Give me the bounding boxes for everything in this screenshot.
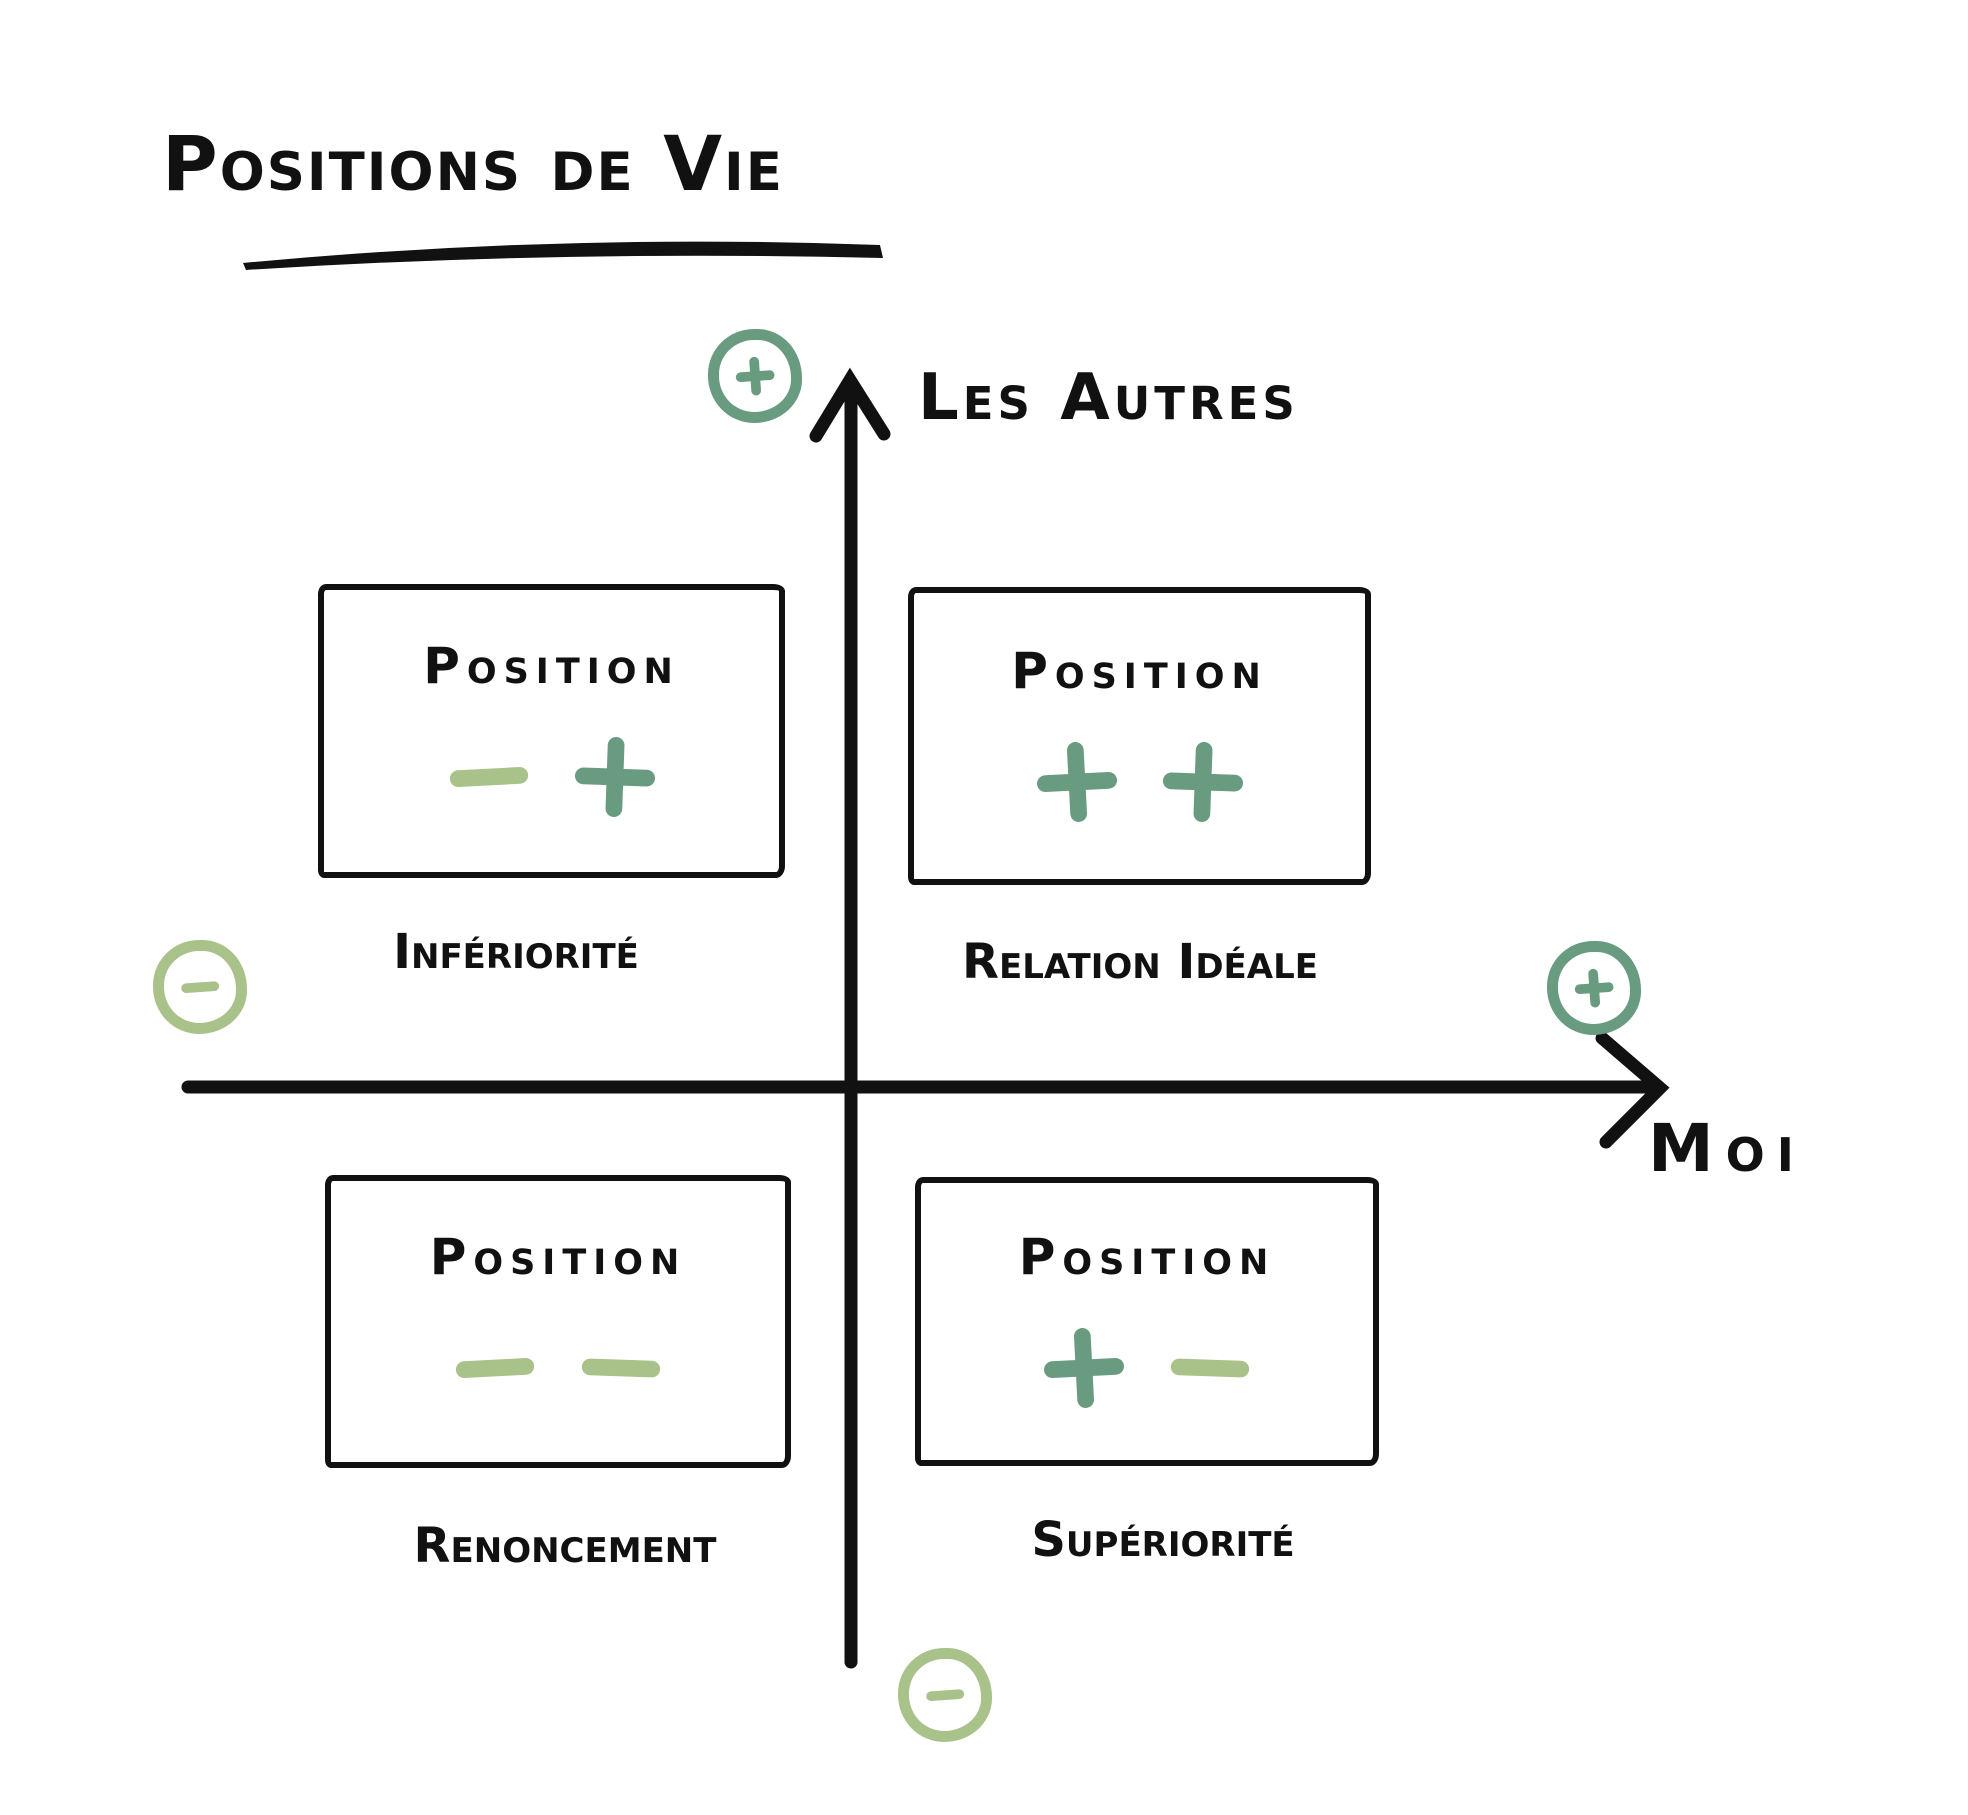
y-axis-label: Les Autres: [918, 361, 1299, 435]
quadrant-label-top-right: Relation Idéale: [962, 934, 1318, 990]
sign-row: [1040, 1324, 1254, 1412]
quadrant-box-top-right: Position: [908, 587, 1371, 885]
y-axis-arrowhead-icon: [809, 367, 891, 443]
quadrant-box-bottom-right: Position: [915, 1177, 1379, 1466]
quadrant-box-bottom-left: Position: [325, 1175, 791, 1468]
sign-row: [445, 733, 659, 821]
box-title: Position: [423, 637, 680, 695]
title-underline: [243, 241, 883, 270]
quadrant-label-top-left: Infériorité: [393, 924, 639, 980]
x-axis-arrowhead-icon: [1595, 1031, 1670, 1149]
plus-sign: [1157, 736, 1248, 827]
quadrant-box-top-left: Position: [318, 584, 785, 878]
sign-row: [451, 1324, 665, 1412]
x-axis-label: Moi: [1648, 1110, 1806, 1187]
x-axis-positive-marker-icon: [1547, 941, 1641, 1035]
box-title: Position: [1018, 1227, 1276, 1286]
x-axis-negative-marker-icon: [153, 940, 247, 1034]
quadrant-label-bottom-left: Renoncement: [413, 1518, 717, 1574]
box-title: Position: [429, 1227, 687, 1286]
page-title: Positions de Vie: [162, 119, 784, 208]
y-axis-negative-marker-icon: [898, 1648, 992, 1742]
sign-row: [1033, 738, 1247, 826]
plus-sign: [569, 731, 660, 822]
minus-sign: [442, 731, 534, 823]
minus-sign: [449, 1321, 541, 1413]
plus-sign: [1038, 1321, 1130, 1413]
minus-sign: [575, 1322, 666, 1413]
y-axis-positive-marker-icon: [708, 329, 802, 423]
box-title: Position: [1011, 642, 1268, 700]
quadrant-label-bottom-right: Supériorité: [1031, 1512, 1295, 1568]
plus-sign: [1030, 736, 1122, 828]
minus-sign: [1164, 1322, 1255, 1413]
